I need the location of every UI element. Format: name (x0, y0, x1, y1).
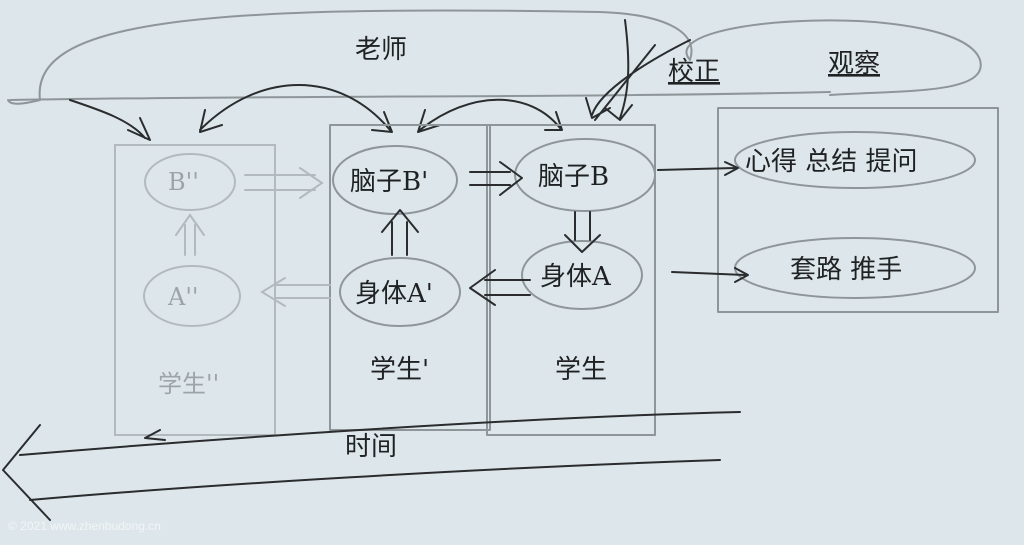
brain-label-student1: 脑子B' (350, 167, 428, 197)
body-node-student2 (143, 265, 241, 327)
teacher-arrow-student2 (199, 84, 393, 133)
teacher-arrow-student1 (417, 98, 563, 133)
brain-label-student2: B'' (168, 168, 199, 196)
student2-label: 学生'' (158, 370, 219, 398)
body-label-student0: 身体A (540, 262, 612, 292)
observe-label: 观察 (828, 49, 880, 79)
brain-label-student0: 脑子B (538, 162, 609, 192)
body-label-student2: A'' (167, 283, 199, 311)
correct-label: 校正 (668, 57, 720, 87)
correct-arrows (585, 19, 691, 121)
routine-label: 套路 推手 (790, 255, 902, 285)
arrow-a1-to-a2 (260, 277, 331, 307)
body-label-student1: 身体A' (355, 279, 433, 309)
student0-label: 学生 (555, 355, 607, 385)
teacher-label: 老师 (355, 35, 407, 65)
arrow-b-to-a (564, 211, 601, 253)
brain-node-student0 (514, 138, 656, 212)
brain-node-student1 (332, 145, 458, 215)
time-label: 时间 (345, 432, 397, 462)
teacher-loop (7, 9, 982, 105)
arrow-b-to-reflection (657, 161, 739, 176)
teacher-top-line (9, 91, 831, 101)
time-arrow (2, 411, 741, 521)
body-node-student0 (521, 240, 643, 310)
body-node-student1 (339, 257, 461, 327)
column-student1 (329, 124, 491, 431)
arrow-a-to-routine (671, 267, 749, 283)
arrow-b2-to-b1 (244, 167, 324, 199)
arrow-b1-to-b (469, 161, 523, 196)
arrow-a2-to-b2 (175, 213, 205, 256)
watermark: © 2021 www.zhenbudong.cn (8, 519, 161, 533)
brain-node-student2 (144, 153, 236, 211)
teacher-arrow-left (69, 99, 151, 141)
reflection-node (734, 131, 976, 189)
student1-label: 学生' (370, 355, 429, 385)
column-student2 (114, 144, 276, 436)
arrow-a-to-a1 (469, 269, 531, 306)
reflection-label: 心得 总结 提问 (745, 147, 918, 177)
output-box (717, 107, 999, 313)
arrow-a1-to-b1 (381, 209, 419, 256)
